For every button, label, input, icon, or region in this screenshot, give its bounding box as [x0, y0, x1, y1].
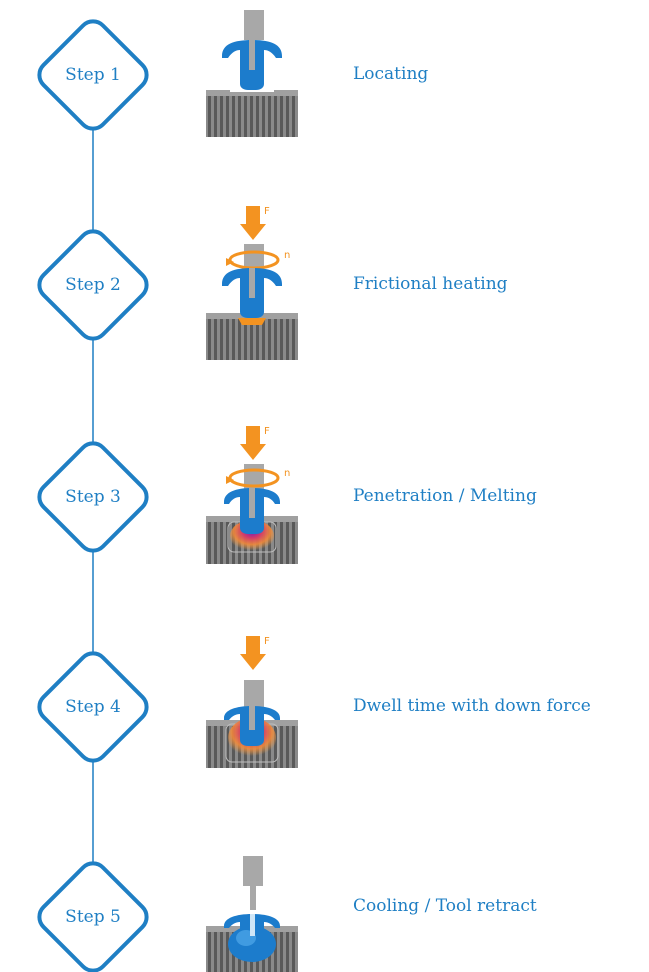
rotation-label: n	[284, 250, 290, 261]
force-label: F	[264, 206, 270, 217]
step-1-diamond	[37, 19, 149, 131]
rotation-label: n	[284, 468, 290, 479]
step-5-description: Cooling / Tool retract	[353, 896, 537, 916]
stud-locating-icon	[206, 10, 298, 137]
step-4-label: Step 4	[65, 697, 121, 717]
step-3-description: Penetration / Melting	[353, 486, 537, 506]
step-2-label: Step 2	[65, 275, 121, 295]
step-4-description: Dwell time with down force	[353, 696, 591, 716]
step-1-description: Locating	[353, 64, 429, 84]
stud-cooling-retract-icon	[206, 856, 298, 972]
stud-frictional-heating-icon: F n	[206, 206, 298, 360]
force-label: F	[264, 426, 270, 437]
step-5-diamond	[37, 861, 149, 972]
stud-penetration-melting-icon: F n	[206, 426, 298, 564]
step-4-diamond	[37, 651, 149, 763]
stud-dwell-time-icon: F	[206, 636, 298, 768]
step-1-label: Step 1	[65, 65, 121, 85]
step-2-description: Frictional heating	[353, 274, 508, 294]
step-3-label: Step 3	[65, 487, 121, 507]
step-3-diamond	[37, 441, 149, 553]
force-label: F	[264, 636, 270, 647]
step-2-diamond	[37, 229, 149, 341]
step-5-label: Step 5	[65, 907, 121, 927]
